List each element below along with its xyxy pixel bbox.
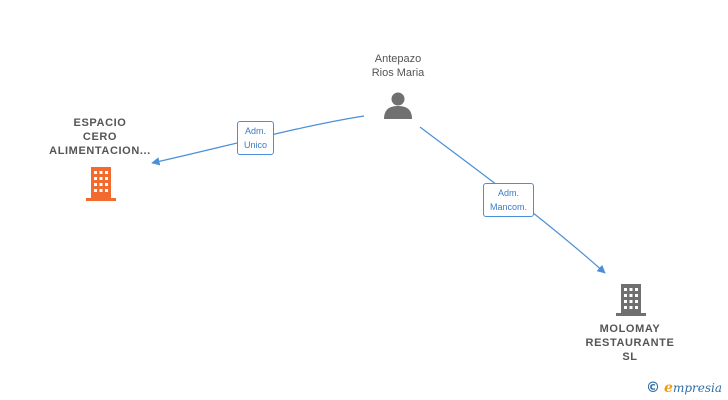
copyright-icon: © — [646, 380, 661, 396]
brand-initial: e — [664, 380, 673, 396]
company-left-line2: CERO — [82, 131, 118, 143]
person-icon[interactable] — [384, 92, 412, 120]
edge-right-line2: Mancom. — [490, 202, 528, 212]
company-left-label[interactable]: ESPACIO CERO ALIMENTACION... — [38, 116, 162, 158]
company-left-line3: ALIMENTACION... — [49, 145, 151, 157]
company-right-line3: SL — [622, 351, 638, 363]
person-node-label[interactable]: Antepazo Rios Maria — [354, 52, 442, 80]
edge-left-line2: Unico — [244, 140, 268, 150]
edge-label-left: Adm. Unico — [237, 121, 275, 155]
edge-label-right: Adm. Mancom. — [483, 183, 535, 217]
brand-logo: empresia — [664, 380, 722, 396]
footer-brand: © empresia — [646, 380, 722, 396]
person-name-line1: Antepazo — [374, 53, 422, 65]
company-right-label[interactable]: MOLOMAY RESTAURANTE SL — [572, 322, 688, 364]
building-icon[interactable] — [616, 284, 646, 316]
company-right-line1: MOLOMAY — [599, 323, 661, 335]
edge-left-line1: Adm. — [245, 126, 267, 136]
building-icon[interactable] — [86, 167, 116, 201]
company-left-line1: ESPACIO — [73, 117, 127, 129]
person-name-line2: Rios Maria — [371, 67, 425, 79]
brand-name: mpresia — [672, 381, 722, 395]
company-right-line2: RESTAURANTE — [585, 337, 675, 349]
edge-right-line1: Adm. — [498, 188, 520, 198]
